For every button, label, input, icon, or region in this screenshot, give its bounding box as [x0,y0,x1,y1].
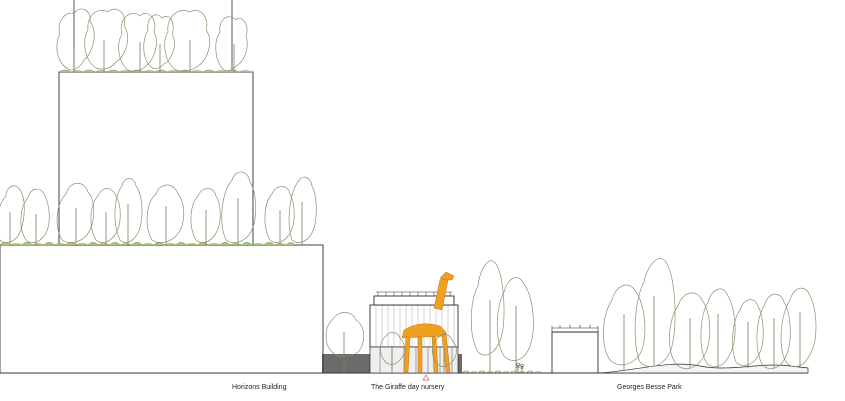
tree [164,10,210,72]
green-roof-upper [58,69,253,73]
tree [264,186,295,245]
tree [146,184,185,245]
tree [325,312,365,373]
tree [84,8,128,72]
entrance-marker-icon [422,374,430,381]
tree [432,334,457,373]
person-icon [520,363,524,373]
green-roof-lower [0,242,296,246]
park-terrain [599,363,809,374]
tree [118,13,157,72]
giraffe-sculpture [401,271,455,373]
tree [496,277,534,373]
tree [114,178,143,245]
tree [215,16,248,72]
tree [0,185,25,245]
tree [221,171,257,245]
tree [190,188,221,245]
giraffe-legs [403,333,451,373]
tree [56,8,95,72]
nursery-ground-floor [369,346,459,374]
park-trees [603,258,817,370]
tree [20,188,50,245]
lower-roof-trees [0,171,317,245]
people-figures [516,362,524,373]
georges-besse-park-label: Georges Besse Park [617,384,682,391]
middle-trees [470,260,534,373]
tree [288,176,317,245]
horizons-base-block [0,244,324,374]
nursery-trees [325,312,457,373]
ground-planting [461,370,543,374]
tree [603,284,646,370]
giraffe-nursery-building [322,291,462,374]
tree [56,182,95,245]
tree [143,14,175,72]
tree [780,287,817,368]
horizons-upper-block [58,71,254,246]
tree [732,299,764,368]
horizons-building-label: Horizons Building [232,384,287,391]
nursery-roof-terrace [373,295,455,306]
tree [634,258,676,367]
giraffe-nursery-label: The Giraffe day nursery [371,384,445,391]
giraffe-head [439,271,455,281]
tree [669,292,711,370]
tree [470,260,505,373]
tree [700,288,736,368]
tree [90,188,121,245]
tree [380,332,405,373]
person-icon [516,362,520,373]
tree [756,293,791,370]
park-pavilion [551,325,599,373]
upper-roof-trees [56,8,248,72]
